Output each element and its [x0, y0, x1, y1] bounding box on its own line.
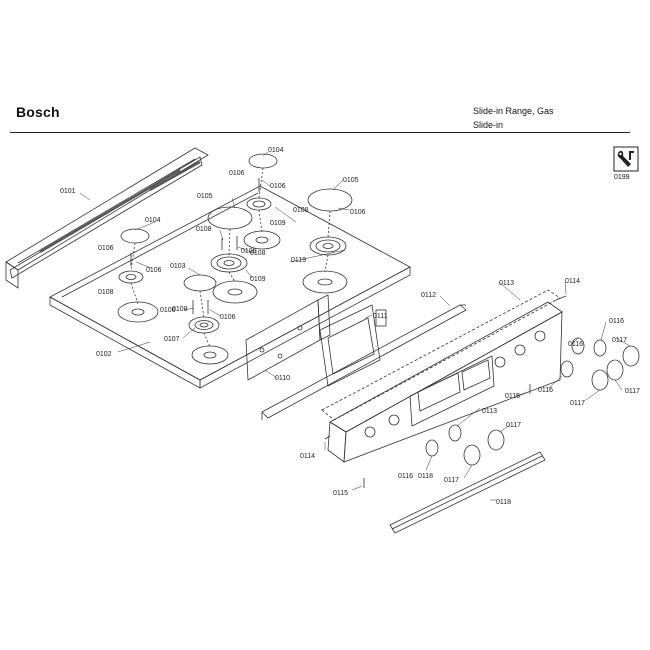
callout-0108-d: 0108 — [250, 250, 266, 257]
control-panel — [327, 301, 563, 463]
lower-strip — [389, 451, 546, 534]
callout-0104-top: 0104 — [268, 147, 284, 154]
callout-0106-h: 0106 — [146, 267, 162, 274]
callout-0118: 0118 — [496, 499, 511, 506]
callout-0106-c: 0106 — [350, 209, 366, 216]
product-line-1: Slide-in Range, Gas — [473, 106, 554, 116]
rear-vent-trim — [5, 147, 209, 289]
callout-labels: 0101 0102 0103 0104 0104 0105 0105 0106 … — [60, 147, 640, 506]
page-header: Bosch Slide-in Range, Gas Slide-in 0199 — [0, 0, 650, 181]
igniter-electrodes — [130, 178, 260, 314]
callout-0117-a: 0117 — [612, 337, 627, 344]
wrench-icon — [613, 146, 639, 172]
callout-0113-mid: 0113 — [482, 408, 497, 415]
panel-frame — [321, 289, 561, 421]
callout-0105-left: 0105 — [197, 193, 213, 200]
callout-0106-b: 0106 — [270, 183, 286, 190]
callout-0108-b: 0108 — [293, 207, 309, 214]
panel-bracket — [319, 304, 387, 387]
callout-0106-d: 0106 — [241, 248, 257, 255]
cooktop-burner-openings — [117, 230, 348, 365]
callout-0117-b: 0117 — [570, 400, 585, 407]
support-rail — [261, 304, 467, 420]
brand-name: Bosch — [16, 104, 60, 120]
callout-0114-right: 0114 — [565, 278, 580, 285]
product-description: Slide-in Range, Gas Slide-in — [473, 104, 554, 132]
callout-0109-mid: 0109 — [250, 276, 266, 283]
product-line-2: Slide-in — [473, 120, 504, 130]
callout-0114-left: 0114 — [300, 453, 315, 460]
callout-0106-a: 0106 — [229, 170, 245, 177]
burner-bracket — [245, 294, 331, 381]
callout-0116-c: 0116 — [538, 387, 553, 394]
callout-0116-b: 0116 — [609, 318, 624, 325]
callout-0108-a: 0108 — [196, 226, 212, 233]
front-knobs — [425, 424, 505, 466]
callout-0117-c: 0117 — [625, 388, 640, 395]
callout-0108-e: 0108 — [172, 306, 188, 313]
callout-0112: 0112 — [421, 292, 436, 299]
callout-0106-f: 0106 — [160, 307, 176, 314]
cooktop-panel — [49, 185, 411, 389]
cooktop-leaders — [130, 167, 331, 348]
screws — [324, 295, 567, 488]
callout-0116-a: 0116 — [568, 341, 583, 348]
callout-0113-top: 0113 — [499, 280, 514, 287]
callout-0108-c: 0108 — [98, 289, 114, 296]
header-rule — [10, 132, 630, 133]
callout-0104-left: 0104 — [145, 217, 161, 224]
callout-0110: 0110 — [275, 375, 290, 382]
callout-0117-d: 0117 — [506, 422, 521, 429]
callout-0117-e: 0117 — [444, 477, 459, 484]
callout-0115-left: 0115 — [333, 490, 348, 497]
callout-0103: 0103 — [170, 263, 186, 270]
callout-0101: 0101 — [60, 188, 76, 195]
tool-part-number: 0199 — [614, 174, 630, 181]
callout-leaders — [79, 151, 631, 501]
callout-0106-g: 0106 — [220, 314, 236, 321]
callout-0107: 0107 — [164, 336, 180, 343]
callout-0106-e: 0106 — [98, 245, 114, 252]
callout-0111: 0111 — [373, 313, 388, 320]
callout-0109-top: 0109 — [270, 220, 286, 227]
callout-0105-right: 0105 — [343, 177, 359, 184]
callout-0116-e: 0118 — [418, 473, 433, 480]
callout-0102: 0102 — [96, 351, 112, 358]
callout-0115-right: 0115 — [505, 393, 520, 400]
callout-0116-d: 0116 — [398, 473, 413, 480]
callout-0119: 0119 — [291, 257, 306, 264]
